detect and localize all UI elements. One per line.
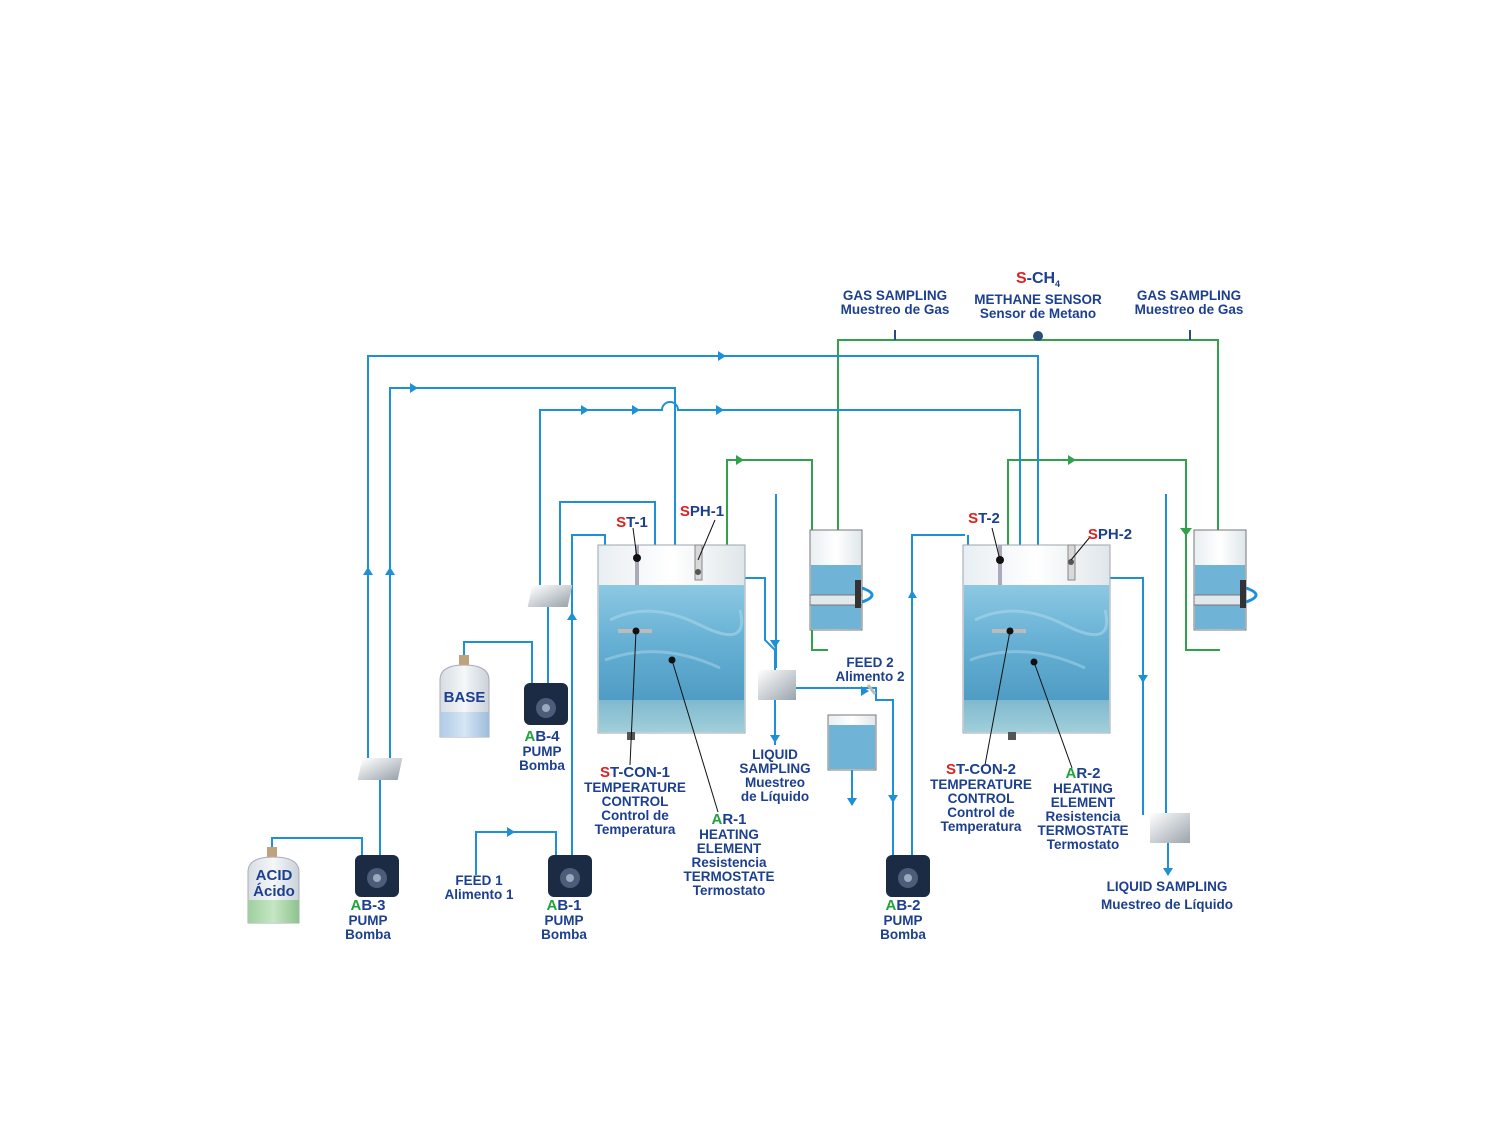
tank2-outlet xyxy=(1110,577,1144,815)
st2-label: ST-2 xyxy=(968,510,1000,527)
ab2-label: AB-2 PUMP Bomba xyxy=(880,897,926,942)
acid-label: ACID Ácido xyxy=(253,867,295,900)
feed1-line xyxy=(475,831,557,875)
acid-line-2 xyxy=(389,387,676,770)
transfer-line xyxy=(795,687,894,855)
pump-ab1 xyxy=(548,855,592,897)
gas-sampling-label-2: GAS SAMPLING Muestreo de Gas xyxy=(1134,288,1244,317)
gas-arrows xyxy=(736,455,1192,536)
feed2-tank xyxy=(827,684,877,771)
feed1-label: FEED 1 Alimento 1 xyxy=(444,873,514,902)
pump-ab3 xyxy=(355,855,399,897)
ar1-label: AR-1 HEATING ELEMENT Resistencia TERMOST… xyxy=(683,811,775,898)
stcon2-label: ST-CON-2 TEMPERATURE CONTROL Control de … xyxy=(930,761,1032,834)
base-line xyxy=(539,401,1021,610)
gas-lines xyxy=(726,339,1220,651)
ab3-label: AB-3 PUMP Bomba xyxy=(345,897,391,942)
sph1-label: SPH-1 xyxy=(679,503,725,520)
gas-header-line xyxy=(837,339,1219,530)
gas-sampling-label-1: GAS SAMPLING Muestreo de Gas xyxy=(840,288,950,317)
st1-label: ST-1 xyxy=(616,514,648,531)
gas-collector-2 xyxy=(1193,529,1258,631)
acid-bottle xyxy=(247,847,300,924)
base-pump-line xyxy=(463,641,533,685)
gas-line-tank1 xyxy=(726,459,828,651)
base-label: BASE xyxy=(443,689,486,706)
liquid-lines xyxy=(271,330,1191,875)
reactor-tank-1 xyxy=(597,519,746,813)
tank1-outlet xyxy=(745,577,776,678)
acid-line xyxy=(367,355,1039,770)
reactor-tank-2 xyxy=(962,527,1111,769)
gas-collector-1 xyxy=(809,529,874,631)
feed1-out xyxy=(571,534,600,855)
methane-sensor-label: S-CH4 METHANE SENSOR Sensor de Metano xyxy=(974,270,1102,322)
ab1-label: AB-1 PUMP Bomba xyxy=(541,897,587,942)
stcon1-label: ST-CON-1 TEMPERATURE CONTROL Control de … xyxy=(584,764,686,837)
ab2-out xyxy=(911,534,965,855)
ab4-label: AB-4 PUMP Bomba xyxy=(519,728,565,773)
base-bottle xyxy=(439,655,490,738)
pump-ab2 xyxy=(886,855,930,897)
sph2-label: SPH-2 xyxy=(1087,526,1133,543)
liquid-sampling-label-2: LIQUID SAMPLING Muestreo de Líquido xyxy=(1100,879,1233,912)
valves xyxy=(357,331,1190,843)
pump-ab4 xyxy=(524,683,568,725)
acid-pump-line xyxy=(271,837,363,858)
ar2-label: AR-2 HEATING ELEMENT Resistencia TERMOST… xyxy=(1037,765,1129,852)
feed2-label: FEED 2 Alimento 2 xyxy=(835,655,905,684)
gas-line-tank2 xyxy=(1007,459,1220,651)
liquid-sampling-label-1: LIQUID SAMPLING Muestreo de Líquido xyxy=(739,747,811,804)
